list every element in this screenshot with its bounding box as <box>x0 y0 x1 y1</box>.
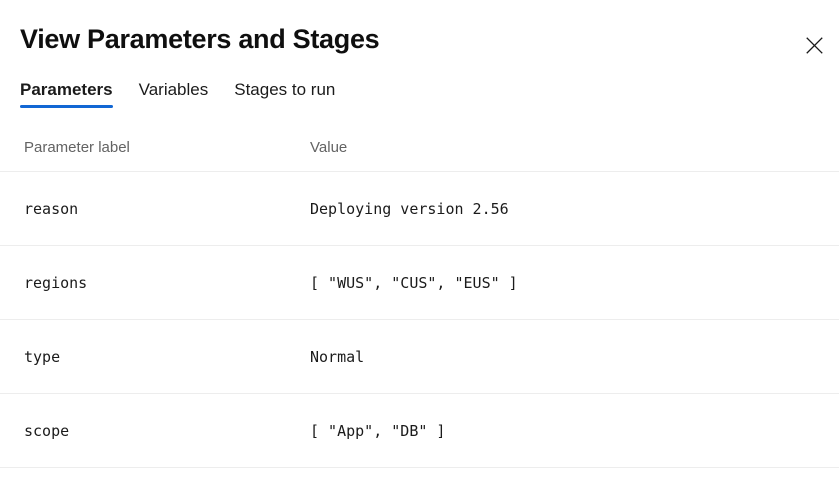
table-row: type Normal <box>0 320 839 394</box>
tab-stages-to-run[interactable]: Stages to run <box>234 80 335 112</box>
column-header-parameter-label: Parameter label <box>24 139 130 156</box>
parameter-value-cell: Normal <box>310 347 365 366</box>
table-row: reason Deploying version 2.56 <box>0 172 839 246</box>
parameter-label-cell: scope <box>24 421 70 440</box>
parameter-label-cell: reason <box>24 199 79 218</box>
parameter-label-cell: regions <box>24 273 88 292</box>
tab-parameters[interactable]: Parameters <box>20 80 113 112</box>
tab-bar: Parameters Variables Stages to run <box>0 70 839 112</box>
table-header-row: Parameter label Value <box>0 124 839 172</box>
parameter-value-cell: [ "App", "DB" ] <box>310 421 446 440</box>
close-button[interactable] <box>799 30 829 60</box>
page-title: View Parameters and Stages <box>20 24 380 54</box>
close-icon <box>805 36 823 54</box>
parameter-label-cell: type <box>24 347 61 366</box>
column-header-value: Value <box>310 139 348 156</box>
tab-variables[interactable]: Variables <box>139 80 209 112</box>
parameter-value-cell: [ "WUS", "CUS", "EUS" ] <box>310 273 518 292</box>
parameters-table: Parameter label Value reason Deploying v… <box>0 124 839 468</box>
table-row: regions [ "WUS", "CUS", "EUS" ] <box>0 246 839 320</box>
table-row: scope [ "App", "DB" ] <box>0 394 839 468</box>
parameter-value-cell: Deploying version 2.56 <box>310 199 509 218</box>
dialog-header: View Parameters and Stages <box>0 0 839 70</box>
